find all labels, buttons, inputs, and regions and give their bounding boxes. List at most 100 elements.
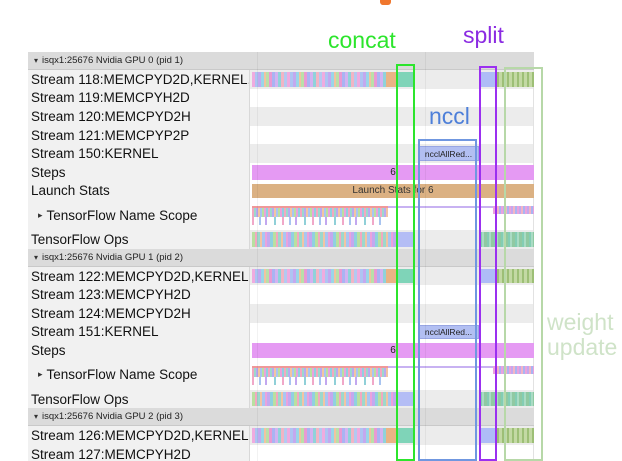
annotation-nccl-box: [418, 139, 477, 461]
track-label: Stream 151:KERNEL: [28, 322, 250, 342]
track-timeline: [250, 230, 534, 249]
track-timeline: [250, 88, 534, 108]
kernel-events-bar[interactable]: [252, 72, 386, 87]
expand-triangle-icon[interactable]: ▸: [38, 209, 43, 220]
track-label: TensorFlow Ops: [28, 389, 250, 409]
weight-update-line2: update: [547, 334, 618, 360]
track-row-stream127: Stream 127:MEMCPYH2D: [0, 444, 622, 461]
track-label: Stream 118:MEMCPYD2D,KERNEL,ME: [28, 70, 250, 89]
track-timeline: [250, 266, 534, 286]
track-label: Stream 150:KERNEL: [28, 144, 250, 163]
track-row-name-scope-gpu1[interactable]: ▸ TensorFlow Name Scope: [0, 359, 622, 390]
track-label[interactable]: ▸ TensorFlow Name Scope: [28, 359, 250, 390]
trace-rows: ▾ isqx1:25676 Nvidia GPU 0 (pid 1) Strea…: [0, 52, 622, 461]
track-timeline: [250, 303, 534, 323]
name-scope-top-line[interactable]: [252, 365, 388, 368]
track-row-stream123: Stream 123:MEMCPYH2D: [0, 285, 622, 304]
collapse-triangle-icon[interactable]: ▾: [34, 252, 39, 262]
concat-event-bar[interactable]: [398, 268, 413, 284]
name-scope-right-bars[interactable]: [493, 365, 534, 374]
memcpy-event-bar[interactable]: [386, 72, 398, 87]
track-label: Stream 126:MEMCPYD2D,KERNEL,MI: [28, 426, 250, 445]
track-row-tf-ops-gpu0: TensorFlow Ops: [0, 230, 622, 249]
track-label: Stream 121:MEMCPYP2P: [28, 125, 250, 145]
weight-update-events-bar[interactable]: [497, 268, 534, 284]
step-bar[interactable]: 6: [252, 343, 534, 358]
weight-update-ops-bar[interactable]: [480, 232, 534, 247]
weight-update-ops-bar[interactable]: [480, 391, 534, 407]
split-event-bar[interactable]: [480, 268, 497, 284]
name-scope-top-line[interactable]: [252, 206, 388, 209]
split-event-bar[interactable]: [480, 428, 497, 443]
tf-op-event-bar[interactable]: [398, 232, 413, 247]
name-scope-span-line[interactable]: [388, 365, 534, 368]
track-label: TensorFlow Ops: [28, 230, 250, 249]
group-header-label: isqx1:25676 Nvidia GPU 0 (pid 1): [42, 55, 184, 66]
annotation-weight-update-label: weight update: [547, 310, 617, 360]
track-label: Stream 123:MEMCPYH2D: [28, 285, 250, 304]
track-label[interactable]: ▸ TensorFlow Name Scope: [28, 200, 250, 231]
track-timeline: [250, 426, 534, 445]
tf-ops-events-bar[interactable]: [252, 391, 398, 407]
nccl-allreduce-bar[interactable]: ncclAllRed...: [418, 324, 479, 340]
track-label: Stream 120:MEMCPYD2H: [28, 107, 250, 126]
step-bar[interactable]: 6: [252, 164, 534, 180]
tf-op-event-bar[interactable]: [398, 391, 413, 407]
name-scope-flame-drips[interactable]: [252, 376, 382, 385]
track-row-stream126: Stream 126:MEMCPYD2D,KERNEL,MI: [0, 426, 622, 445]
name-scope-flame-drips[interactable]: [252, 217, 382, 226]
group-header-gpu1[interactable]: ▾ isqx1:25676 Nvidia GPU 1 (pid 2): [0, 248, 622, 267]
kernel-events-bar[interactable]: [252, 268, 386, 284]
track-timeline: [250, 359, 534, 390]
group-header-gpu2[interactable]: ▾ isqx1:25676 Nvidia GPU 2 (pid 3): [0, 408, 622, 427]
annotation-nccl-label: nccl: [429, 103, 470, 129]
name-scope-span-line[interactable]: [388, 206, 534, 209]
group-header-bar[interactable]: ▾ isqx1:25676 Nvidia GPU 2 (pid 3): [28, 408, 534, 427]
expand-triangle-icon[interactable]: ▸: [38, 369, 43, 380]
group-header-bar[interactable]: ▾ isqx1:25676 Nvidia GPU 1 (pid 2): [28, 248, 534, 267]
concat-event-bar[interactable]: [398, 428, 413, 443]
track-row-steps-gpu1: Steps 6: [0, 341, 622, 360]
name-scope-flame-bars[interactable]: [252, 367, 388, 377]
name-scope-flame-bars[interactable]: [252, 208, 388, 218]
track-row-name-scope-gpu0[interactable]: ▸ TensorFlow Name Scope: [0, 200, 622, 231]
collapse-triangle-icon[interactable]: ▾: [34, 412, 39, 422]
track-label: Stream 127:MEMCPYH2D: [28, 444, 250, 461]
track-timeline: [250, 107, 534, 126]
weight-update-line1: weight: [547, 309, 614, 335]
track-label: Launch Stats: [28, 181, 250, 201]
group-header-label: isqx1:25676 Nvidia GPU 2 (pid 3): [42, 411, 184, 423]
collapse-triangle-icon[interactable]: ▾: [34, 56, 39, 65]
track-label: Stream 124:MEMCPYD2H: [28, 303, 250, 323]
track-timeline: [250, 389, 534, 409]
track-timeline: [250, 200, 534, 231]
concat-event-bar[interactable]: [398, 72, 413, 87]
split-event-bar[interactable]: [480, 72, 497, 87]
memcpy-event-bar[interactable]: [386, 268, 398, 284]
group-header-label: isqx1:25676 Nvidia GPU 1 (pid 2): [42, 251, 184, 263]
track-row-stream151: Stream 151:KERNEL ncclAllRed...: [0, 322, 622, 342]
track-timeline: 6: [250, 341, 534, 360]
track-timeline: [250, 70, 534, 89]
track-row-stream119: Stream 119:MEMCPYH2D: [0, 88, 622, 108]
track-label: Stream 122:MEMCPYD2D,KERNEL,MI: [28, 266, 250, 286]
weight-update-events-bar[interactable]: [497, 428, 534, 443]
track-row-stream124: Stream 124:MEMCPYD2H: [0, 303, 622, 323]
kernel-events-bar[interactable]: [252, 428, 386, 443]
launch-stats-bar[interactable]: Launch Stats for 6: [252, 183, 534, 199]
annotation-concat-box: [396, 64, 415, 461]
weight-update-events-bar[interactable]: [497, 72, 534, 87]
track-label: Steps: [28, 341, 250, 360]
group-header-bar[interactable]: ▾ isqx1:25676 Nvidia GPU 0 (pid 1): [28, 52, 534, 70]
track-row-stream118: Stream 118:MEMCPYD2D,KERNEL,ME: [0, 70, 622, 89]
track-row-tf-ops-gpu1: TensorFlow Ops: [0, 389, 622, 409]
annotation-concat-label: concat: [328, 27, 396, 53]
track-timeline: [250, 285, 534, 304]
track-row-stream122: Stream 122:MEMCPYD2D,KERNEL,MI: [0, 266, 622, 286]
cropped-text-fragment: [380, 0, 391, 5]
name-scope-right-bars[interactable]: [493, 206, 534, 215]
memcpy-event-bar[interactable]: [386, 428, 398, 443]
tf-ops-events-bar[interactable]: [252, 232, 398, 247]
track-timeline: ncclAllRed...: [250, 144, 534, 163]
